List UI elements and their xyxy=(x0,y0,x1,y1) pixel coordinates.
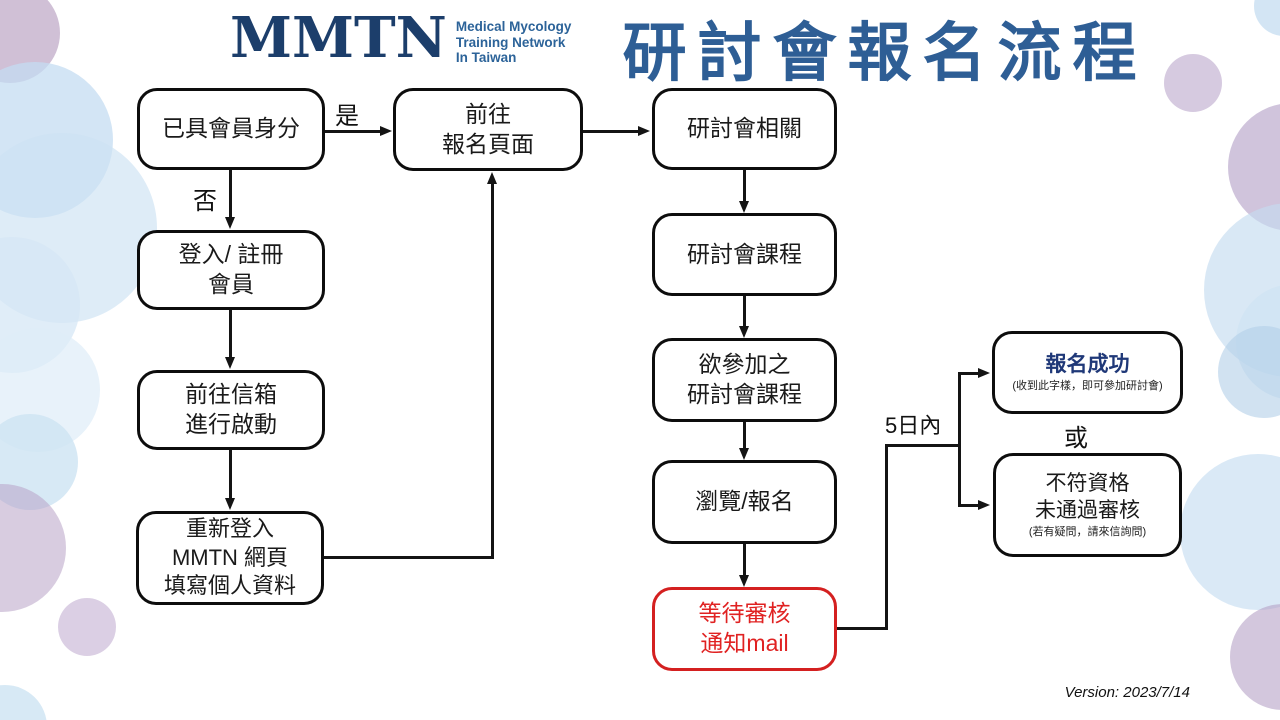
edge-regpage-to-related xyxy=(583,130,640,133)
flow-node-seminar-courses: 研討會課程 xyxy=(652,213,837,296)
flow-node-course-to-join: 欲參加之 研討會課程 xyxy=(652,338,837,422)
decorative-circle xyxy=(58,598,116,656)
node-text: 報名頁面 xyxy=(442,130,534,157)
edge-browse-to-wait xyxy=(743,544,746,576)
arrowhead-down-icon xyxy=(739,201,749,213)
logo-tagline-line: Training Network xyxy=(455,34,566,50)
node-text: 重新登入 xyxy=(185,516,274,542)
arrowhead-down-icon xyxy=(225,357,235,369)
arrowhead-right-icon xyxy=(380,126,392,136)
edge-membership-to-regpage xyxy=(325,130,381,133)
edge-label-yes: 是 xyxy=(335,103,359,130)
node-text: 會員 xyxy=(208,271,254,297)
decorative-circle xyxy=(1254,0,1280,36)
logo-tagline-line: Medical Mycology xyxy=(455,19,572,34)
node-text: 欲參加之 xyxy=(698,351,791,378)
arrowhead-down-icon xyxy=(225,217,235,229)
arrowhead-up-icon xyxy=(487,172,497,184)
flow-node-wait-review-mail: 等待審核 通知mail xyxy=(652,587,837,671)
edge-to-success xyxy=(958,372,980,375)
flow-node-seminar-related: 研討會相關 xyxy=(652,88,837,170)
edge-label-no: 否 xyxy=(193,188,217,215)
node-text: 進行啟動 xyxy=(185,411,277,437)
page-title: 研討會報名流程 xyxy=(622,17,1148,89)
node-text: 研討會課程 xyxy=(687,240,802,267)
edge-label-within-5-days: 5日內 xyxy=(885,413,942,438)
arrowhead-right-icon xyxy=(638,126,650,136)
arrowhead-down-icon xyxy=(739,326,749,338)
arrowhead-right-icon xyxy=(978,368,990,378)
node-text: 前往信箱 xyxy=(185,381,277,408)
decorative-circle xyxy=(1164,54,1222,112)
node-text: 等待審核 xyxy=(698,600,791,627)
flow-node-relogin-fill-profile: 重新登入 MMTN 網頁 填寫個人資料 xyxy=(136,511,324,605)
edge-courses-to-desired xyxy=(743,296,746,327)
edge-mailbox-to-relogin xyxy=(229,450,232,498)
flow-node-not-qualified: 不符資格 未通過審核 (若有疑問，請來信詢問) xyxy=(993,453,1182,557)
flow-node-activate-via-mailbox: 前往信箱 進行啟動 xyxy=(137,370,325,450)
node-text: MMTN 網頁 xyxy=(171,544,289,570)
decorative-circle xyxy=(0,484,66,612)
arrowhead-down-icon xyxy=(739,575,749,587)
node-text: 登入/ 註冊 xyxy=(178,241,284,268)
node-text: 已具會員身分 xyxy=(162,115,300,142)
edge-branch-horizontal xyxy=(885,444,961,447)
edge-relogin-return-horizontal xyxy=(323,556,494,559)
edge-branch-vertical xyxy=(958,373,961,507)
node-text: 報名成功 xyxy=(1045,352,1130,376)
decorative-circle xyxy=(0,685,47,720)
node-text: 不符資格 xyxy=(1045,471,1130,495)
flow-node-register-success: 報名成功 (收到此字樣，即可參加研討會) xyxy=(992,331,1183,414)
flow-node-has-membership: 已具會員身分 xyxy=(137,88,325,170)
node-text: 填寫個人資料 xyxy=(163,573,296,599)
flow-node-login-or-register: 登入/ 註冊 會員 xyxy=(137,230,325,310)
edge-wait-out-horizontal xyxy=(837,627,888,630)
flow-node-goto-registration-page: 前往 報名頁面 xyxy=(393,88,583,171)
arrowhead-down-icon xyxy=(739,448,749,460)
decorative-circle xyxy=(1180,454,1280,610)
mmtn-logo: MMTN Medical Mycology Training Network I… xyxy=(230,10,571,66)
node-text: 瀏覽/報名 xyxy=(695,488,794,515)
edge-login-to-mailbox xyxy=(229,310,232,357)
node-text: 研討會相關 xyxy=(687,115,802,142)
mmtn-logo-tagline: Medical Mycology Training Network In Tai… xyxy=(456,19,572,66)
edge-to-rejected xyxy=(958,504,980,507)
flow-node-browse-register: 瀏覽/報名 xyxy=(652,460,837,544)
edge-relogin-return-vertical xyxy=(491,184,494,559)
arrowhead-down-icon xyxy=(225,498,235,510)
version-text: Version: 2023/7/14 xyxy=(1064,684,1190,701)
node-caption: (收到此字樣，即可參加研討會) xyxy=(1012,380,1163,393)
edge-wait-up-vertical xyxy=(885,445,888,630)
node-text: 通知mail xyxy=(700,630,789,656)
arrowhead-right-icon xyxy=(978,500,990,510)
edge-desired-to-browse xyxy=(743,422,746,449)
decorative-circle xyxy=(1230,604,1280,710)
edge-related-to-courses xyxy=(743,170,746,201)
edge-label-or: 或 xyxy=(1064,425,1088,452)
node-text: 前往 xyxy=(465,100,511,127)
logo-tagline-line: In Taiwan xyxy=(455,50,517,66)
edge-membership-to-login xyxy=(229,170,232,217)
node-caption: (若有疑問，請來信詢問) xyxy=(1028,526,1147,539)
mmtn-logo-text: MMTN xyxy=(230,5,447,71)
node-text: 未通過審核 xyxy=(1035,499,1140,523)
node-text: 研討會課程 xyxy=(687,381,802,407)
